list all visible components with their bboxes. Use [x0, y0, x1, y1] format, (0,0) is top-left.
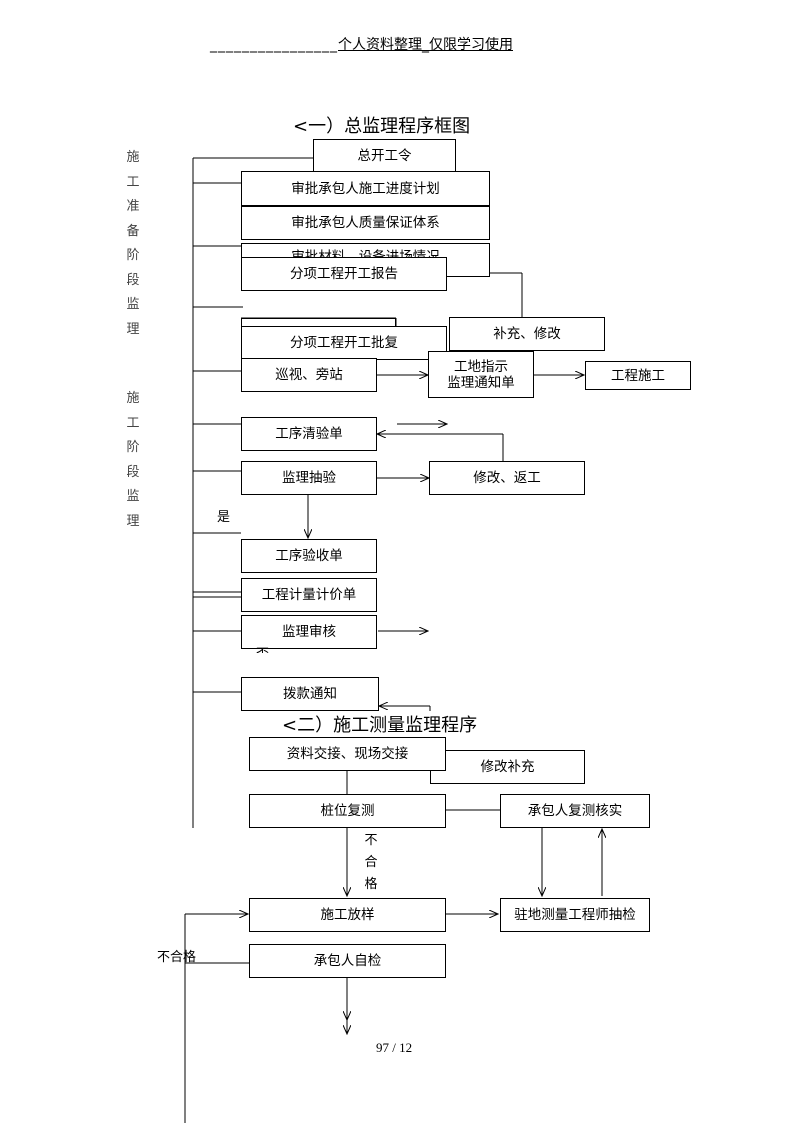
- box-start-report: 分项工程开工报告: [241, 257, 447, 291]
- box-start-reply: 分项工程开工批复: [241, 326, 447, 360]
- side-label-prep: 施工准备阶段监理: [126, 150, 140, 337]
- box-supervision-sampling: 监理抽验: [241, 461, 377, 495]
- label-unqualified-vertical: 不合格: [364, 833, 378, 892]
- header-dashes: ________________: [210, 37, 338, 53]
- box-supplement-modify: 补充、修改: [449, 317, 605, 351]
- label-yes: 是: [217, 510, 231, 525]
- title-general-procedure: <一）总监理程序框图: [293, 116, 471, 137]
- box-process-checklist: 工序清验单: [241, 417, 377, 451]
- box-pile-resurvey: 桩位复测: [249, 794, 446, 828]
- box-contractor-verify: 承包人复测核实: [500, 794, 650, 828]
- label-no: 否: [256, 643, 269, 653]
- box-site-instruction: 工地指示 监理通知单: [428, 351, 534, 398]
- box-construction-layout: 施工放样: [249, 898, 446, 932]
- header-text: 个人资料整理_仅限学习使用: [338, 37, 513, 53]
- page-header: ________________个人资料整理_仅限学习使用: [210, 34, 590, 54]
- label-unqualified: 不合格: [157, 950, 197, 965]
- box-modify-rework: 修改、返工: [429, 461, 585, 495]
- page-number: 97 / 12: [376, 1040, 413, 1055]
- box-approve-quality-system: 审批承包人质量保证体系: [241, 206, 490, 240]
- box-measurement-pricing: 工程计量计价单: [241, 578, 377, 612]
- box-supervision-review: 监理审核: [241, 615, 377, 649]
- box-patrol: 巡视、旁站: [241, 358, 377, 392]
- box-contractor-self-check: 承包人自检: [249, 944, 446, 978]
- box-process-acceptance: 工序验收单: [241, 539, 377, 573]
- box-payment-notice: 拨款通知: [241, 677, 379, 711]
- box-modify-supplement: 修改补充: [430, 750, 585, 784]
- box-data-handover: 资料交接、现场交接: [249, 737, 446, 771]
- title-survey-procedure: <二）施工测量监理程序: [282, 711, 478, 737]
- box-general-start-order: 总开工令: [313, 139, 456, 173]
- box-approve-schedule: 审批承包人施工进度计划: [241, 171, 490, 206]
- box-construction: 工程施工: [585, 361, 691, 390]
- side-label-construction: 施工阶段监理: [126, 391, 140, 529]
- box-resident-survey-check: 驻地测量工程师抽检: [500, 898, 650, 932]
